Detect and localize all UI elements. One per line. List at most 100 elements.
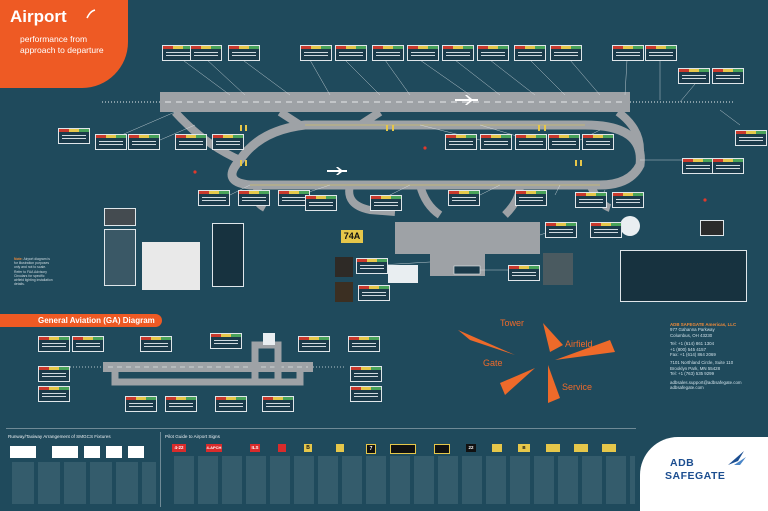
- callout: [190, 45, 222, 61]
- sign-boundary: [574, 444, 588, 452]
- callout: [712, 158, 744, 174]
- callout: [575, 192, 607, 208]
- callout: [448, 190, 480, 206]
- ga-callout: [262, 396, 294, 412]
- callout: [356, 258, 388, 274]
- callout: [515, 190, 547, 206]
- service-label-service: Service: [562, 382, 593, 392]
- fixture-photo-stack: [104, 229, 136, 286]
- callout: [645, 45, 677, 61]
- phone-line: Fax: +1 (614) 864 2069: [670, 352, 716, 358]
- callout: [582, 134, 614, 150]
- inset-panel: [620, 250, 747, 302]
- callout: [735, 130, 767, 146]
- sign-mandatory: 4-APCH: [206, 444, 222, 452]
- fixture-diagram: [106, 446, 122, 458]
- inset-fixture-icon: [620, 216, 640, 236]
- callout: [712, 68, 744, 84]
- sign-boundary: [602, 444, 616, 452]
- service-emblem: [458, 323, 615, 403]
- sign-direction: [492, 444, 502, 452]
- sign-direction: [546, 444, 560, 452]
- callout: [162, 45, 194, 61]
- fixture-diagram: [10, 446, 36, 458]
- callout: [198, 190, 230, 206]
- contact-info: ADB SAFEGATE Americas, LLC 977 Gahanna P…: [670, 322, 765, 390]
- diagram-note: Note: Airport diagram is for illustratio…: [14, 257, 54, 286]
- ga-callout: [38, 386, 70, 402]
- address-line: 7101 Northland Circle, Suite 110: [670, 360, 734, 366]
- sign-descriptions: [170, 456, 635, 504]
- company-name: ADB SAFEGATE Americas, LLC: [670, 322, 737, 327]
- ga-callout: [348, 336, 380, 352]
- title-block: Airport performance from approach to dep…: [0, 0, 128, 88]
- callout: [545, 222, 577, 238]
- ga-callout: [210, 333, 242, 349]
- monitor-icon: [388, 265, 418, 283]
- fixture-diagram: [52, 446, 78, 458]
- callout: [372, 45, 404, 61]
- address-line: Brooklyn Park, MN 55428: [670, 365, 721, 371]
- website-link[interactable]: adbsafegate.com: [670, 385, 704, 391]
- callout: [508, 265, 540, 281]
- apron: [395, 222, 540, 254]
- email-link[interactable]: adbsales.support@adbsafegate.com: [670, 379, 742, 385]
- ga-callout: [350, 386, 382, 402]
- callout: [612, 45, 644, 61]
- control-panel-photo: [212, 223, 244, 287]
- address-line: Columbus, OH 43230: [670, 332, 713, 338]
- service-label-tower: Tower: [500, 318, 525, 328]
- callout: [305, 195, 337, 211]
- apron-photo: [543, 253, 573, 285]
- sign-direction: [336, 444, 344, 452]
- parallel-taxiway: [227, 120, 645, 190]
- callout: [407, 45, 439, 61]
- callout: [228, 45, 260, 61]
- callout: [514, 45, 546, 61]
- ga-callout: [215, 396, 247, 412]
- callout: [300, 45, 332, 61]
- ga-callout: [298, 336, 330, 352]
- ga-section-bar: General Aviation (GA) Diagram: [0, 314, 162, 327]
- callout: [175, 134, 207, 150]
- callout: [58, 128, 90, 144]
- callout: [370, 195, 402, 211]
- fixture-photo: [104, 208, 136, 226]
- company-logo: ADB SAFEGATE: [640, 437, 768, 511]
- callout: [238, 190, 270, 206]
- signs-title: Pilot Guide to Airport Signs: [165, 434, 220, 439]
- callout: [480, 134, 512, 150]
- callout: [550, 45, 582, 61]
- sign-runway-distance: 22: [466, 444, 476, 452]
- footer-legend: [6, 428, 636, 429]
- ga-taxiway: [111, 372, 304, 386]
- sign-legend-row: 4-22 4-APCH ILS B 7 22 B: [170, 444, 635, 454]
- phone-line: +1 (800) 545 4157: [670, 346, 707, 352]
- sign-direction: B: [518, 444, 530, 452]
- callout: [477, 45, 509, 61]
- callout: [358, 285, 390, 301]
- ga-hangar: [263, 333, 275, 345]
- callout: [678, 68, 710, 84]
- terminal-photo: [335, 257, 353, 277]
- sign-direction: B: [304, 444, 312, 452]
- ga-callout: [38, 336, 70, 352]
- ga-callout: [125, 396, 157, 412]
- airplane-mark-icon: [86, 9, 96, 19]
- location-sign-74a: 74A: [341, 230, 363, 243]
- note-text: Airport diagram is for illustration purp…: [14, 257, 53, 287]
- equipment-photos: [142, 242, 200, 290]
- fixture-arrangement-row: [8, 444, 158, 460]
- page-title: Airport: [10, 7, 67, 26]
- callout: [590, 222, 622, 238]
- aircraft-taxiway-icon: [327, 167, 347, 175]
- page-subtitle: performance from approach to departure: [20, 34, 104, 55]
- tablet-photo: [700, 220, 724, 236]
- callout: [442, 45, 474, 61]
- callout: [95, 134, 127, 150]
- fixture-descriptions: [8, 462, 156, 504]
- sign-mandatory: ILS: [250, 444, 260, 452]
- ga-callout: [350, 366, 382, 382]
- ga-callout: [140, 336, 172, 352]
- phone-line: Tel: +1 (614) 861 1304: [670, 341, 715, 347]
